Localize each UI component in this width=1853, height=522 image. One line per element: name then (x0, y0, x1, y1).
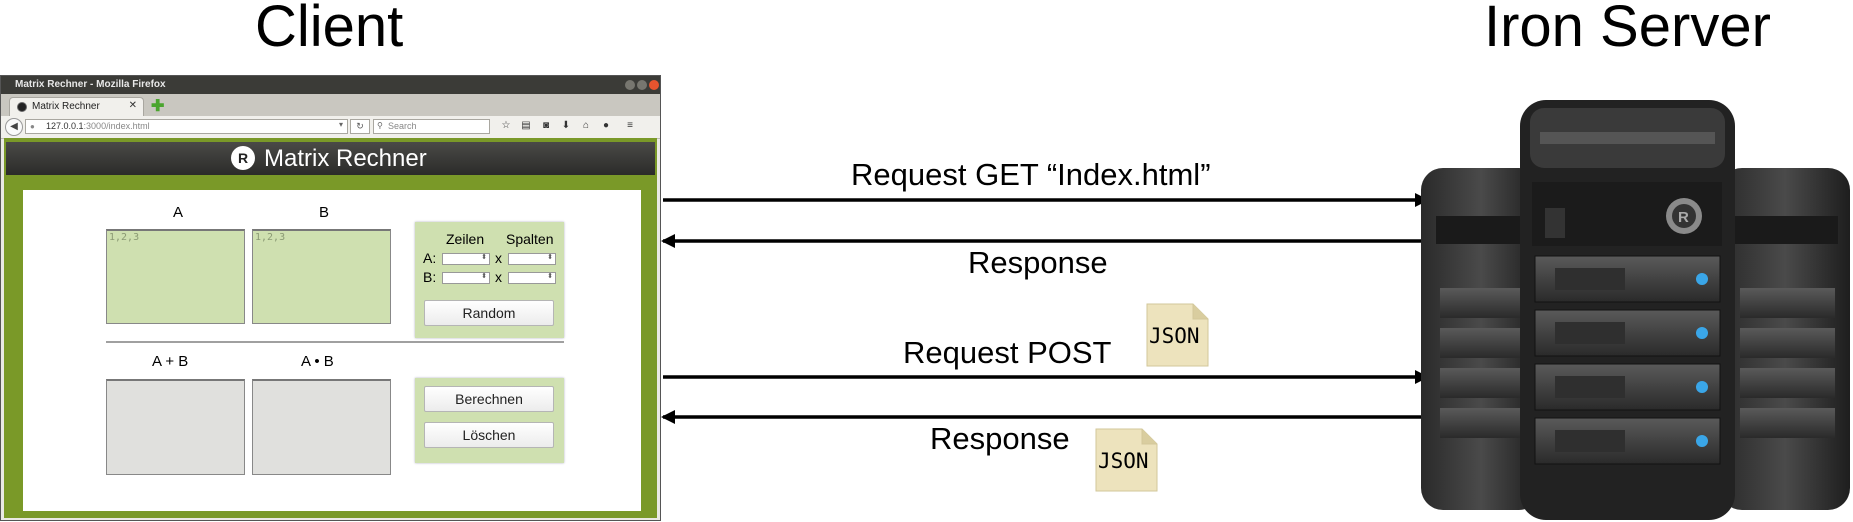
url-dropdown-icon[interactable]: ▾ (338, 120, 343, 129)
size-panel: Zeilen Spalten A: ⬍ x ⬍ B: ⬍ x ⬍ Random (415, 222, 564, 338)
server-icon: R (1421, 100, 1850, 520)
times-a-label: x (495, 250, 502, 266)
window-titlebar: Matrix Rechner - Mozilla Firefox (1, 76, 660, 94)
product-output (252, 379, 391, 475)
app-header: R Matrix Rechner (6, 142, 655, 175)
json-document-icon: JSON (1146, 303, 1209, 372)
spinner-icon[interactable]: ⬍ (547, 254, 553, 261)
back-arrow-icon[interactable]: ◀ (5, 118, 23, 136)
random-button[interactable]: Random (424, 300, 554, 326)
download-icon[interactable]: ⬇ (561, 120, 571, 131)
client-heading: Client (255, 0, 404, 59)
search-icon: ⚲ (377, 121, 383, 130)
times-b-label: x (495, 269, 502, 285)
sum-label: A + B (152, 353, 189, 370)
rows-b-input[interactable]: ⬍ (442, 272, 490, 284)
clipboard-icon[interactable]: ▤ (521, 120, 531, 131)
product-label: A • B (301, 353, 334, 370)
compute-button[interactable]: Berechnen (424, 386, 554, 412)
spinner-icon[interactable]: ⬍ (481, 254, 487, 261)
home-icon[interactable]: ⌂ (582, 120, 590, 131)
json-label-1: JSON (1149, 324, 1200, 348)
response-label-2: Response (930, 421, 1070, 456)
web-page: R Matrix Rechner A B 1,2,3 1,2,3 Zeilen … (4, 138, 657, 518)
menu-icon[interactable]: ≡ (627, 120, 633, 131)
tab-matrix-rechner[interactable]: Matrix Rechner ✕ (9, 97, 144, 116)
matrix-a-placeholder: 1,2,3 (109, 232, 140, 243)
row-b-label: B: (423, 269, 437, 285)
rust-favicon-icon (17, 102, 27, 112)
cols-label: Spalten (506, 231, 554, 247)
matrix-a-label: A (173, 204, 184, 221)
close-window-icon[interactable] (649, 80, 659, 90)
reload-icon[interactable]: ↻ (350, 119, 370, 134)
navigation-bar: ◀ ● 127.0.0.1:3000/index.html ▾ ↻ ⚲ Sear… (1, 116, 660, 139)
app-title: Matrix Rechner (264, 145, 427, 172)
url-host: 127.0.0.1 (46, 121, 84, 131)
sum-output (106, 379, 245, 475)
matrix-b-label: B (319, 204, 330, 221)
minimize-icon[interactable] (625, 80, 635, 90)
url-text: 127.0.0.1:3000/index.html (46, 121, 150, 131)
search-bar[interactable]: ⚲ Search (373, 119, 490, 134)
clear-button[interactable]: Löschen (424, 422, 554, 448)
json-document-icon: JSON (1095, 428, 1158, 497)
matrix-b-placeholder: 1,2,3 (255, 232, 286, 243)
calculator-card: A B 1,2,3 1,2,3 Zeilen Spalten A: ⬍ x ⬍ … (23, 190, 641, 511)
tab-bar: Matrix Rechner ✕ ✚ (1, 94, 660, 116)
spinner-icon[interactable]: ⬍ (547, 273, 553, 280)
browser-window: Matrix Rechner - Mozilla Firefox Matrix … (0, 75, 661, 521)
bookmark-star-icon[interactable]: ☆ (501, 120, 511, 131)
url-path: :3000/index.html (83, 121, 150, 131)
pocket-icon[interactable]: ◙ (542, 120, 550, 131)
url-bar[interactable]: ● 127.0.0.1:3000/index.html ▾ (25, 119, 348, 134)
new-tab-icon[interactable]: ✚ (151, 98, 165, 115)
rows-label: Zeilen (446, 231, 485, 247)
cols-b-input[interactable]: ⬍ (508, 272, 556, 284)
maximize-icon[interactable] (637, 80, 647, 90)
matrix-b-input[interactable]: 1,2,3 (252, 229, 391, 324)
rust-logo-icon: R (231, 146, 255, 170)
cols-a-input[interactable]: ⬍ (508, 253, 556, 265)
search-placeholder: Search (388, 121, 417, 131)
response-label-1: Response (968, 245, 1108, 280)
svg-text:R: R (1678, 209, 1689, 226)
spinner-icon[interactable]: ⬍ (481, 273, 487, 280)
chat-icon[interactable]: ● (602, 120, 610, 131)
section-divider (106, 341, 564, 343)
request-post-label: Request POST (903, 335, 1112, 370)
row-a-label: A: (423, 250, 437, 266)
tab-close-icon[interactable]: ✕ (128, 100, 137, 111)
json-label-2: JSON (1098, 449, 1149, 473)
site-info-icon[interactable]: ● (30, 122, 35, 131)
rows-a-input[interactable]: ⬍ (442, 253, 490, 265)
action-panel: Berechnen Löschen (415, 378, 564, 463)
request-get-label: Request GET “Index.html” (851, 157, 1211, 192)
server-heading: Iron Server (1484, 0, 1771, 59)
matrix-a-input[interactable]: 1,2,3 (106, 229, 245, 324)
tab-label: Matrix Rechner (32, 101, 100, 112)
window-title: Matrix Rechner - Mozilla Firefox (15, 79, 166, 90)
